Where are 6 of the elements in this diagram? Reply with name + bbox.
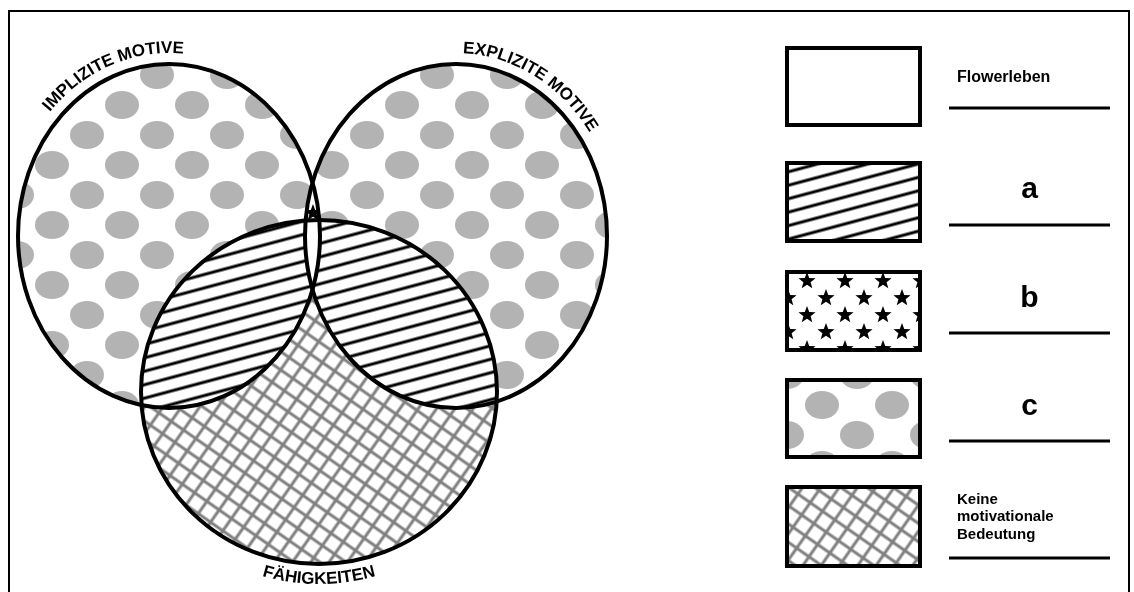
legend-label: b [1019, 279, 1040, 315]
legend-label: Keine motivationale Bedeutung [957, 490, 1055, 542]
legend-label: c [1020, 387, 1039, 423]
legend-label: Flowerleben [957, 68, 1052, 87]
legend-label: a [1020, 170, 1039, 206]
circle-label: FÄHIGKEITEN [261, 561, 377, 589]
